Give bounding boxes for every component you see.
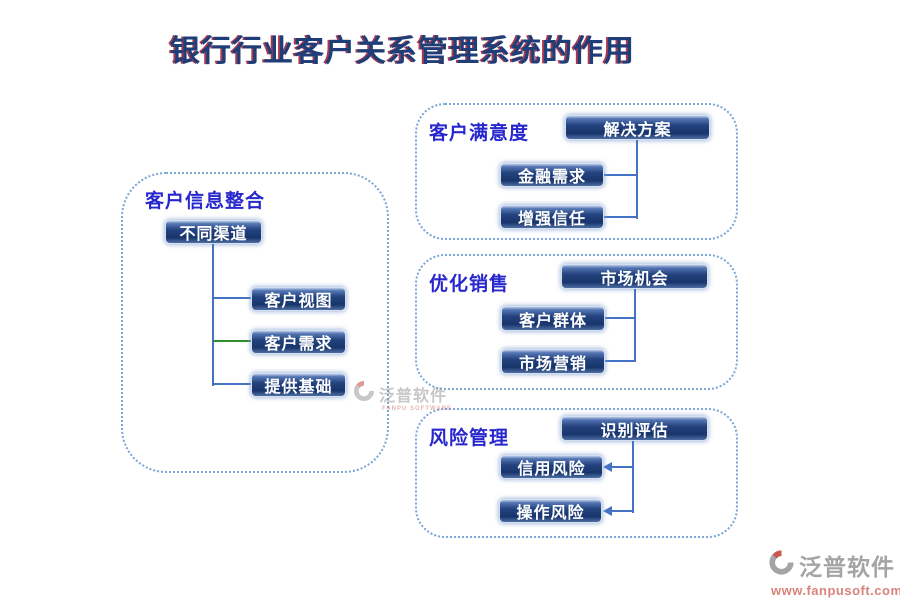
node-credit-risk: 信用风险 xyxy=(500,455,603,479)
watermark-corner: 泛普软件 www.fanpusoft.com xyxy=(767,548,900,598)
node-operational-risk: 操作风险 xyxy=(499,499,602,523)
fanpu-logo-icon xyxy=(352,379,376,408)
connector-vline xyxy=(636,140,638,219)
connector-hline xyxy=(605,360,634,362)
panel-sales: 优化销售 市场机会 客户群体 市场营销 xyxy=(415,254,738,390)
watermark-center: 泛普软件 FANPU SOFTWARE xyxy=(352,379,452,412)
connector-hline xyxy=(604,216,636,218)
connector-vline xyxy=(632,441,634,513)
arrow-left-icon xyxy=(603,462,612,472)
node-solutions: 解决方案 xyxy=(565,115,710,140)
connector-hline xyxy=(604,174,636,176)
watermark-brand: 泛普软件 xyxy=(799,554,895,580)
connector-vline xyxy=(212,244,214,386)
node-customer-view: 客户视图 xyxy=(251,287,346,311)
watermark-url: www.fanpusoft.com xyxy=(771,583,900,598)
node-customer-groups: 客户群体 xyxy=(501,306,605,331)
connector-hline xyxy=(611,510,634,512)
node-identify-assess: 识别评估 xyxy=(561,416,708,441)
node-marketing: 市场营销 xyxy=(501,349,605,374)
connector-vline xyxy=(634,289,636,362)
page-title: 银行行业客户关系管理系统的作用 xyxy=(170,35,635,68)
node-foundation: 提供基础 xyxy=(251,373,346,397)
arrow-left-icon xyxy=(603,506,612,516)
fanpu-logo-icon xyxy=(767,548,796,582)
panel-sales-label: 优化销售 xyxy=(429,274,510,295)
panel-customer-info: 客户信息整合 不同渠道 客户视图 客户需求 提供基础 xyxy=(121,172,389,473)
watermark-subtitle: FANPU SOFTWARE xyxy=(382,406,453,412)
node-trust: 增强信任 xyxy=(500,205,604,229)
panel-risk: 风险管理 识别评估 信用风险 操作风险 xyxy=(415,408,738,538)
panel-risk-label: 风险管理 xyxy=(429,428,510,449)
connector-hline xyxy=(605,317,634,319)
node-market-opportunity: 市场机会 xyxy=(561,264,708,289)
panel-satisfaction: 客户满意度 解决方案 金融需求 增强信任 xyxy=(415,103,738,240)
node-channels: 不同渠道 xyxy=(165,220,262,244)
node-financial-needs: 金融需求 xyxy=(500,163,604,187)
panel-satisfaction-label: 客户满意度 xyxy=(429,123,530,144)
node-customer-needs: 客户需求 xyxy=(251,330,346,354)
connector-hline xyxy=(213,383,251,385)
connector-hline-green xyxy=(213,340,251,342)
connector-hline xyxy=(611,466,634,468)
panel-customer-info-label: 客户信息整合 xyxy=(145,191,266,212)
connector-hline xyxy=(213,297,251,299)
watermark-brand: 泛普软件 xyxy=(379,387,448,405)
